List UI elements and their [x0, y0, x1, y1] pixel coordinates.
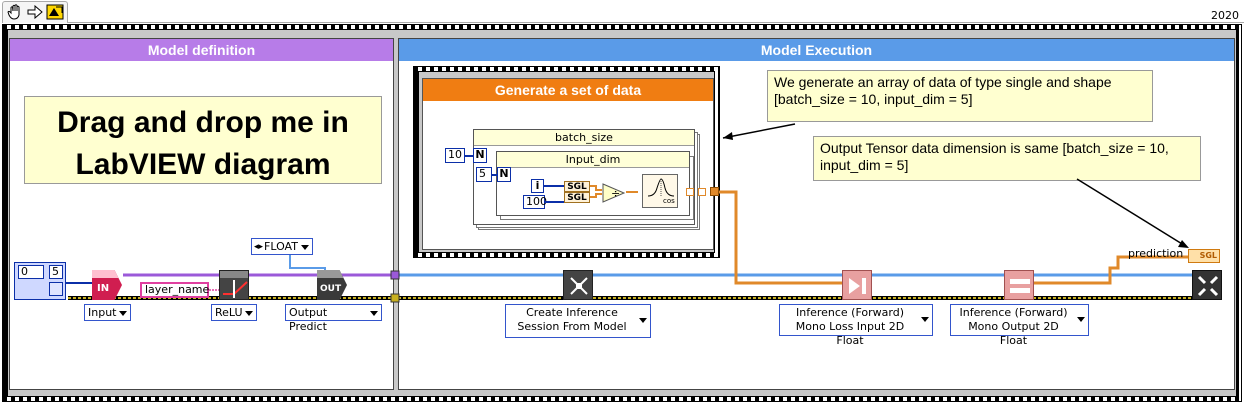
chevron-down-icon: [639, 318, 647, 323]
chevron-down-icon: [370, 311, 378, 316]
outer-tunnel: [698, 188, 706, 196]
inner-count-constant[interactable]: 5: [476, 167, 492, 182]
relu-top: [220, 271, 248, 278]
sgl-converter-1: SGL: [564, 181, 590, 192]
inner-count-terminal: N: [497, 167, 511, 182]
prediction-label: prediction: [1128, 247, 1184, 260]
relu-layer-node[interactable]: [219, 270, 249, 300]
out-label: OUT: [320, 284, 342, 294]
output-layer-node[interactable]: OUT: [317, 270, 347, 300]
divide-node[interactable]: ÷: [602, 183, 626, 203]
inference-loss-input-dropdown[interactable]: Inference (Forward) Mono Loss Input 2D F…: [779, 304, 933, 347]
generate-header: Generate a set of data: [423, 79, 713, 101]
float-dropdown-label: FLOAT: [264, 240, 298, 253]
float-dropdown[interactable]: ◂▸ FLOAT: [251, 238, 313, 255]
create-session-dropdown[interactable]: Create Inference Session From Model: [505, 304, 651, 338]
relu-curve-icon: [223, 280, 248, 298]
relu-dropdown-label: ReLU: [215, 306, 243, 319]
inner-loop-label: Input_dim: [497, 152, 689, 168]
output-predict-dropdown[interactable]: Output Predict: [285, 304, 382, 333]
svg-text:÷: ÷: [611, 187, 620, 200]
layer-name-constant[interactable]: layer_name: [140, 282, 209, 298]
inference-output-label: Inference (Forward) Mono Output 2D Float: [959, 306, 1068, 347]
output-predict-label: Output Predict: [289, 306, 328, 333]
model-execution-header: Model Execution: [399, 39, 1234, 61]
output-dim-note: Output Tensor data dimension is same [ba…: [813, 136, 1201, 181]
chevron-down-icon: [119, 311, 127, 316]
in-label: IN: [97, 283, 110, 294]
data-gen-note: We generate an array of data of type sin…: [767, 70, 1153, 122]
iteration-terminal: i: [531, 179, 544, 193]
create-session-label: Create Inference Session From Model: [517, 306, 627, 333]
array-index[interactable]: 0: [18, 265, 44, 279]
cos-label: cos: [663, 197, 675, 205]
arrow-right-icon[interactable]: [27, 5, 43, 19]
model-definition-header: Model definition: [10, 39, 393, 61]
drag-drop-note: Drag and drop me in LabVIEW diagram: [24, 96, 382, 184]
inference-loss-input-node[interactable]: [842, 270, 872, 300]
array-value-2: [49, 282, 63, 296]
generate-wires: [544, 185, 638, 203]
input-dropdown[interactable]: Input: [84, 304, 131, 321]
labview-vi-icon[interactable]: [46, 4, 64, 20]
hand-icon[interactable]: [7, 4, 25, 20]
session-icon: [570, 277, 588, 295]
cos-curve-icon: [647, 178, 675, 197]
inference-output-dropdown[interactable]: Inference (Forward) Mono Output 2D Float: [950, 304, 1089, 347]
version-label: 2020: [1211, 9, 1239, 22]
chevron-down-icon: [1077, 317, 1085, 322]
chevron-down-icon: [921, 317, 929, 322]
prediction-sgl: SGL: [1199, 251, 1217, 260]
output-bars-icon: [1010, 279, 1030, 293]
note-arrows: [722, 123, 1189, 248]
cos-node[interactable]: cos: [642, 174, 678, 208]
generate-output-tunnel: [710, 187, 719, 196]
output-layer-top: [317, 270, 347, 278]
toolbar-rule: [68, 22, 1244, 23]
inner-tunnel: [686, 188, 694, 196]
array-constant[interactable]: 0 5: [14, 262, 66, 300]
outer-count-wire: [465, 155, 474, 157]
outer-count-terminal: N: [473, 148, 487, 163]
outer-count-constant[interactable]: 10: [445, 148, 465, 163]
inner-count-wire: [492, 174, 498, 176]
release-session-node[interactable]: [1192, 270, 1222, 300]
play-step-icon: [849, 278, 866, 294]
relu-dropdown[interactable]: ReLU: [211, 304, 257, 321]
create-session-node[interactable]: [563, 270, 593, 300]
inference-loss-input-label: Inference (Forward) Mono Loss Input 2D F…: [795, 306, 905, 347]
input-dropdown-label: Input: [88, 306, 117, 319]
spinner-icon: ◂▸: [254, 242, 264, 252]
constant-100[interactable]: 100: [523, 195, 547, 209]
toolbar: 2020: [0, 0, 1244, 28]
outer-loop-label: batch_size: [474, 130, 694, 146]
input-layer-top: [92, 270, 122, 278]
chevron-down-icon: [301, 245, 309, 250]
chevron-down-icon: [245, 311, 253, 316]
release-icon: [1197, 275, 1219, 297]
array-value[interactable]: 5: [49, 265, 63, 279]
input-layer-node[interactable]: IN: [92, 270, 122, 300]
inference-output-node[interactable]: [1004, 270, 1034, 300]
prediction-indicator[interactable]: SGL: [1188, 249, 1220, 263]
sgl-converter-2: SGL: [564, 192, 590, 203]
